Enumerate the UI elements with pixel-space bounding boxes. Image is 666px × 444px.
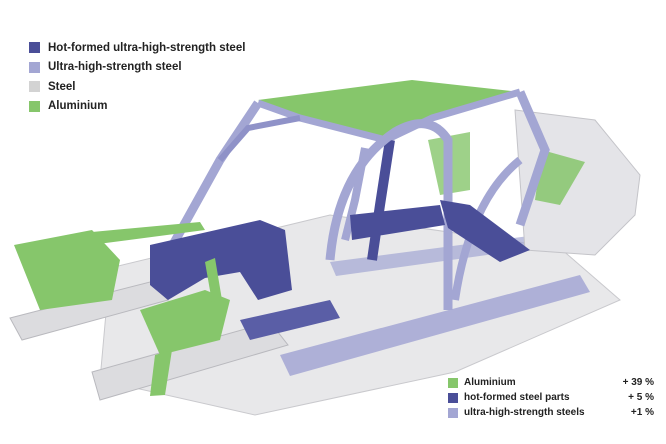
material-legend: Hot-formed ultra-high-strength steel Ult…: [29, 38, 245, 116]
stat-row-ultra-high-strength: ultra-high-strength steels +1 %: [448, 405, 654, 420]
legend-item-hot-formed: Hot-formed ultra-high-strength steel: [29, 38, 245, 58]
legend-swatch: [29, 81, 40, 93]
door-ring-front: [325, 119, 453, 310]
stat-swatch: [448, 407, 458, 418]
stat-value: + 5 %: [628, 392, 654, 403]
stat-swatch: [448, 392, 458, 403]
stat-label: Aluminium: [464, 377, 516, 388]
stat-row-aluminium: Aluminium + 39 %: [448, 375, 654, 390]
a-pillar-right: [217, 115, 301, 162]
stat-label: ultra-high-strength steels: [464, 407, 585, 418]
cross-member: [350, 205, 445, 240]
strut-tower-left: [14, 230, 120, 310]
c-pillar: [515, 90, 550, 227]
rear-panel-aluminium: [535, 150, 585, 205]
legend-item-ultra-high-strength: Ultra-high-strength steel: [29, 58, 245, 78]
legend-swatch: [29, 100, 40, 112]
stat-value: +1 %: [630, 407, 654, 418]
legend-label: Ultra-high-strength steel: [48, 61, 182, 74]
roof-panel: [258, 80, 520, 140]
strut-tower-right: [140, 290, 230, 355]
b-pillar: [367, 139, 395, 261]
legend-item-steel: Steel: [29, 77, 245, 97]
stat-label: hot-formed steel parts: [464, 392, 570, 403]
front-brace-aluminium: [92, 222, 205, 244]
legend-label: Steel: [48, 80, 76, 93]
legend-swatch: [29, 42, 40, 54]
material-increase-table: Aluminium + 39 % hot-formed steel parts …: [448, 375, 654, 420]
floor-crossbeam: [240, 300, 340, 340]
dash-strut: [205, 258, 222, 302]
stat-value: + 39 %: [622, 377, 654, 388]
legend-swatch: [29, 61, 40, 73]
sill-right: [280, 275, 590, 376]
stat-row-hot-formed: hot-formed steel parts + 5 %: [448, 390, 654, 405]
firewall: [150, 220, 292, 300]
legend-label: Aluminium: [48, 100, 108, 113]
legend-label: Hot-formed ultra-high-strength steel: [48, 41, 246, 54]
tunnel-brace: [440, 200, 530, 262]
stat-swatch: [448, 377, 458, 388]
legend-item-aluminium: Aluminium: [29, 97, 245, 117]
strut-leg-aluminium: [150, 350, 172, 396]
